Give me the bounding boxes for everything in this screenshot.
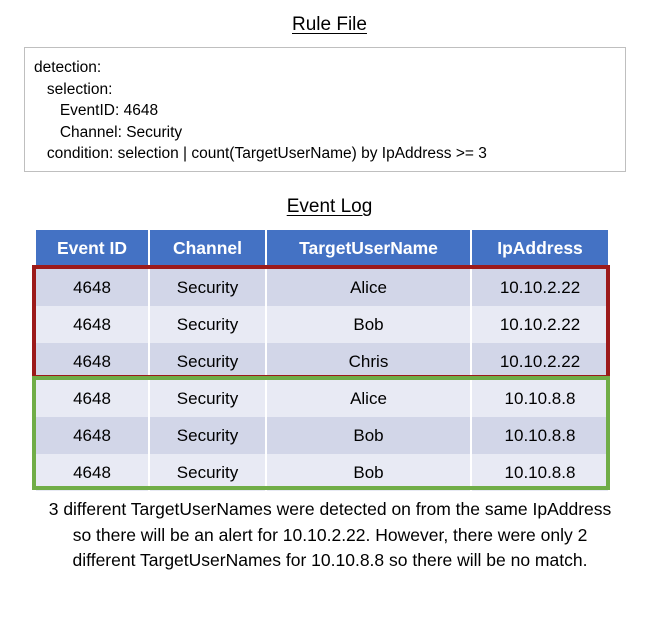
explanation-caption: 3 different TargetUserNames were detecte… bbox=[48, 499, 612, 570]
rule-file-title-text: Rule File bbox=[292, 14, 367, 35]
cell-event-id: 4648 bbox=[34, 268, 150, 306]
cell-event-id: 4648 bbox=[34, 343, 150, 380]
table-header-row: Event ID Channel TargetUserName IpAddres… bbox=[34, 230, 610, 269]
rule-file-code: detection: selection: EventID: 4648 Chan… bbox=[34, 59, 487, 162]
cell-target-user-name: Bob bbox=[265, 454, 472, 491]
column-header-event-id: Event ID bbox=[34, 230, 150, 269]
cell-event-id: 4648 bbox=[34, 417, 150, 454]
event-log-table: Event ID Channel TargetUserName IpAddres… bbox=[34, 230, 610, 491]
rule-file-box: detection: selection: EventID: 4648 Chan… bbox=[24, 47, 626, 172]
cell-ip-address: 10.10.2.22 bbox=[470, 343, 610, 380]
cell-event-id: 4648 bbox=[34, 454, 150, 491]
cell-ip-address: 10.10.8.8 bbox=[470, 454, 610, 491]
cell-ip-address: 10.10.8.8 bbox=[470, 380, 610, 417]
cell-channel: Security bbox=[148, 380, 267, 417]
cell-channel: Security bbox=[148, 343, 267, 380]
column-header-target-user-name: TargetUserName bbox=[265, 230, 472, 269]
rule-file-title: Rule File bbox=[0, 14, 659, 36]
cell-ip-address: 10.10.2.22 bbox=[470, 306, 610, 343]
cell-channel: Security bbox=[148, 454, 267, 491]
column-header-ip-address: IpAddress bbox=[470, 230, 610, 269]
event-log-table-head: Event ID Channel TargetUserName IpAddres… bbox=[34, 230, 610, 269]
event-log-title-text: Event Log bbox=[286, 196, 373, 217]
cell-ip-address: 10.10.2.22 bbox=[470, 268, 610, 306]
cell-target-user-name: Bob bbox=[265, 417, 472, 454]
column-header-channel: Channel bbox=[148, 230, 267, 269]
cell-channel: Security bbox=[148, 417, 267, 454]
cell-target-user-name: Alice bbox=[265, 380, 472, 417]
cell-event-id: 4648 bbox=[34, 380, 150, 417]
cell-target-user-name: Bob bbox=[265, 306, 472, 343]
event-log-title: Event Log bbox=[0, 196, 659, 218]
cell-target-user-name: Chris bbox=[265, 343, 472, 380]
cell-target-user-name: Alice bbox=[265, 268, 472, 306]
cell-ip-address: 10.10.8.8 bbox=[470, 417, 610, 454]
cell-channel: Security bbox=[148, 306, 267, 343]
cell-event-id: 4648 bbox=[34, 306, 150, 343]
cell-channel: Security bbox=[148, 268, 267, 306]
